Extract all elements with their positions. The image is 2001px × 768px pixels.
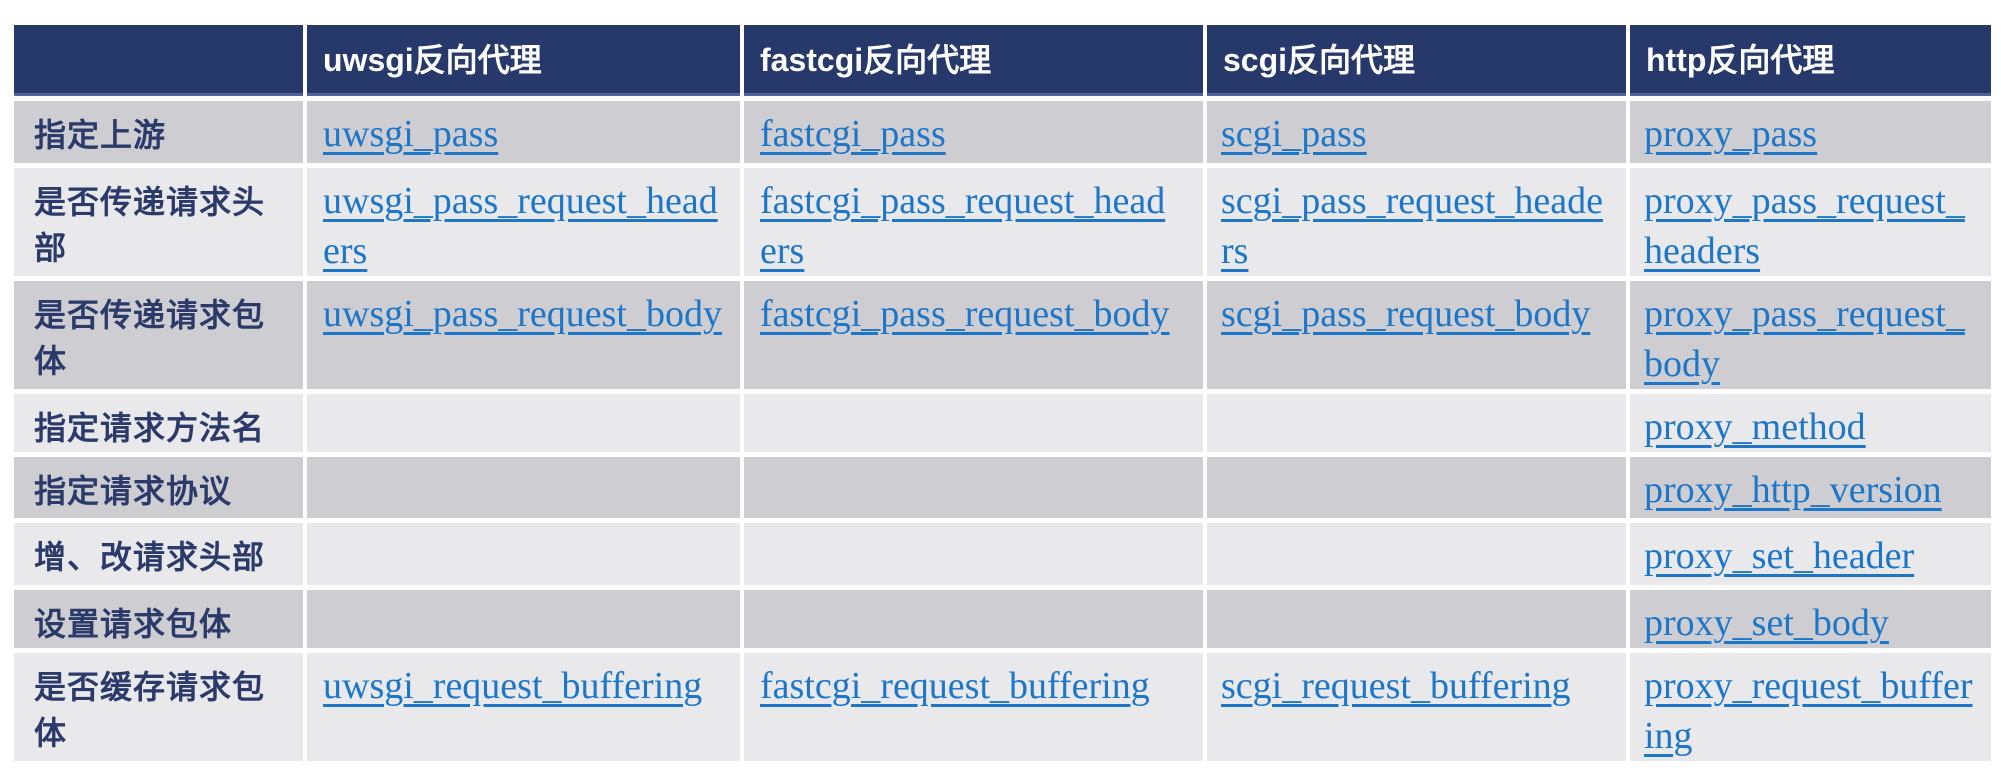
empty-cell: [303, 452, 744, 523]
directive-link-proxy_set_header[interactable]: proxy_set_header: [1644, 535, 1915, 577]
column-header-fastcgi: fastcgi反向代理: [740, 20, 1207, 101]
directive-cell: uwsgi_pass_request_headers: [303, 163, 744, 281]
directive-link-uwsgi_pass[interactable]: uwsgi_pass: [323, 113, 499, 155]
empty-cell: [303, 518, 744, 590]
empty-cell: [1203, 518, 1630, 590]
directive-cell: proxy_pass: [1626, 96, 1995, 168]
table-row: 指定请求协议 proxy_http_version: [10, 452, 1995, 523]
table-row: 指定上游 uwsgi_pass fastcgi_pass scgi_pass proxy…: [10, 96, 1995, 168]
directive-cell: proxy_pass_request_body: [1626, 276, 1995, 394]
directive-cell: scgi_pass: [1203, 96, 1630, 168]
empty-cell: [740, 518, 1207, 590]
directive-link-proxy_http_version[interactable]: proxy_http_version: [1644, 469, 1942, 511]
directive-cell: proxy_method: [1626, 389, 1995, 457]
column-header-row-label: [10, 20, 307, 101]
directive-link-proxy_pass_request_body[interactable]: proxy_pass_request_body: [1644, 293, 1965, 385]
directive-cell: proxy_http_version: [1626, 452, 1995, 523]
row-label: 是否缓存请求包体: [10, 648, 307, 766]
directive-link-uwsgi_pass_request_body[interactable]: uwsgi_pass_request_body: [323, 293, 722, 335]
empty-cell: [1203, 585, 1630, 653]
table-row: 指定请求方法名 proxy_method: [10, 389, 1995, 457]
directive-cell: scgi_pass_request_body: [1203, 276, 1630, 394]
column-header-http: http反向代理: [1626, 20, 1995, 101]
empty-cell: [303, 585, 744, 653]
directive-link-fastcgi_pass_request_body[interactable]: fastcgi_pass_request_body: [760, 293, 1170, 335]
empty-cell: [1203, 389, 1630, 457]
row-label: 增、改请求头部: [10, 518, 307, 590]
directive-link-fastcgi_pass[interactable]: fastcgi_pass: [760, 113, 946, 155]
directive-link-scgi_pass_request_headers[interactable]: scgi_pass_request_headers: [1221, 180, 1603, 272]
table-row: 是否缓存请求包体 uwsgi_request_buffering fastcgi_r…: [10, 648, 1995, 766]
empty-cell: [303, 389, 744, 457]
directive-cell: uwsgi_pass: [303, 96, 744, 168]
directive-link-fastcgi_pass_request_headers[interactable]: fastcgi_pass_request_headers: [760, 180, 1166, 272]
directive-cell: proxy_set_header: [1626, 518, 1995, 590]
directive-cell: uwsgi_pass_request_body: [303, 276, 744, 394]
directive-cell: scgi_request_buffering: [1203, 648, 1630, 766]
directive-link-proxy_method[interactable]: proxy_method: [1644, 406, 1866, 448]
empty-cell: [740, 585, 1207, 653]
table-row: 增、改请求头部 proxy_set_header: [10, 518, 1995, 590]
row-label: 设置请求包体: [10, 585, 307, 653]
directive-cell: proxy_set_body: [1626, 585, 1995, 653]
directive-link-proxy_set_body[interactable]: proxy_set_body: [1644, 602, 1889, 644]
row-label: 是否传递请求头部: [10, 163, 307, 281]
row-label: 是否传递请求包体: [10, 276, 307, 394]
directive-cell: fastcgi_pass_request_body: [740, 276, 1207, 394]
empty-cell: [1203, 452, 1630, 523]
directive-link-fastcgi_request_buffering[interactable]: fastcgi_request_buffering: [760, 665, 1150, 707]
directive-cell: scgi_pass_request_headers: [1203, 163, 1630, 281]
directive-cell: fastcgi_request_buffering: [740, 648, 1207, 766]
directive-cell: fastcgi_pass_request_headers: [740, 163, 1207, 281]
table-row: 是否传递请求包体 uwsgi_pass_request_body fastcgi_p…: [10, 276, 1995, 394]
directive-link-uwsgi_pass_request_headers[interactable]: uwsgi_pass_request_headers: [323, 180, 718, 272]
directive-cell: fastcgi_pass: [740, 96, 1207, 168]
directive-link-scgi_pass[interactable]: scgi_pass: [1221, 113, 1367, 155]
directive-link-uwsgi_request_buffering[interactable]: uwsgi_request_buffering: [323, 665, 703, 707]
empty-cell: [740, 389, 1207, 457]
directive-link-scgi_request_buffering[interactable]: scgi_request_buffering: [1221, 665, 1571, 707]
directive-cell: uwsgi_request_buffering: [303, 648, 744, 766]
directive-cell: proxy_pass_request_headers: [1626, 163, 1995, 281]
empty-cell: [740, 452, 1207, 523]
directive-cell: proxy_request_buffering: [1626, 648, 1995, 766]
directive-link-scgi_pass_request_body[interactable]: scgi_pass_request_body: [1221, 293, 1591, 335]
directive-link-proxy_pass_request_headers[interactable]: proxy_pass_request_headers: [1644, 180, 1965, 272]
row-label: 指定请求方法名: [10, 389, 307, 457]
table-row: 设置请求包体 proxy_set_body: [10, 585, 1995, 653]
column-header-scgi: scgi反向代理: [1203, 20, 1630, 101]
row-label: 指定请求协议: [10, 452, 307, 523]
row-label: 指定上游: [10, 96, 307, 168]
column-header-uwsgi: uwsgi反向代理: [303, 20, 744, 101]
directive-link-proxy_pass[interactable]: proxy_pass: [1644, 113, 1818, 155]
directive-link-proxy_request_buffering[interactable]: proxy_request_buffering: [1644, 665, 1973, 757]
